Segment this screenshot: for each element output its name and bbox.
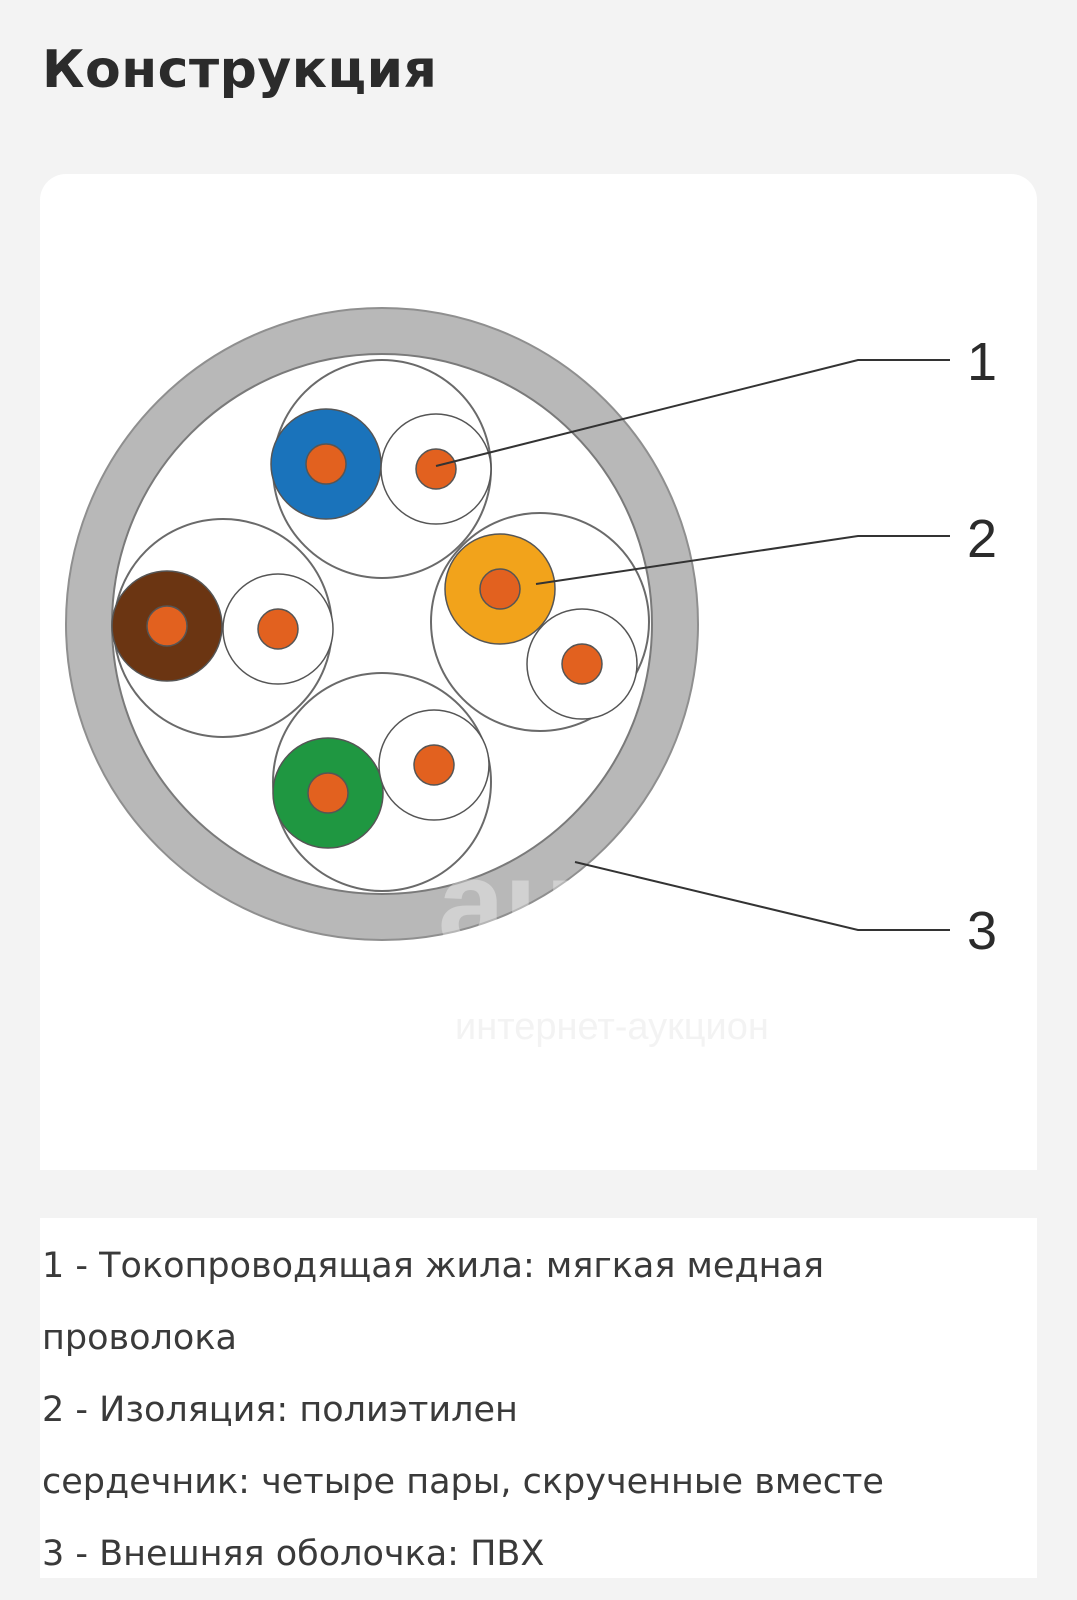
cable-diagram: au.ru интернет-аукцион 1 2 3	[65, 307, 997, 1048]
callout-line-3	[574, 861, 950, 931]
conductor	[413, 744, 455, 786]
legend: 1 - Токопроводящая жила: мягкая медная п…	[40, 1218, 1037, 1578]
callout-line-1	[435, 359, 950, 467]
legend-line: сердечник: четыре пары, скрученные вмест…	[42, 1462, 884, 1502]
legend-line: 2 - Изоляция: полиэтилен	[42, 1390, 518, 1430]
cable-cross-section-figure: au.ru интернет-аукцион 1 2 3	[40, 174, 1037, 1170]
watermark-logo: au.ru	[438, 836, 731, 970]
legend-line: 3 - Внешняя оболочка: ПВХ	[42, 1534, 545, 1574]
conductor	[415, 448, 457, 490]
watermark-tagline: интернет-аукцион	[455, 1006, 769, 1048]
page-title: Конструкция	[42, 40, 438, 100]
callout-number-1: 1	[967, 332, 997, 392]
conductor	[561, 643, 603, 685]
callout-number-2: 2	[967, 509, 997, 569]
callout-number-3: 3	[967, 901, 997, 961]
conductor	[479, 568, 521, 610]
conductor	[307, 772, 349, 814]
callout-line-2	[535, 535, 950, 585]
conductor	[305, 443, 347, 485]
legend-line: 1 - Токопроводящая жила: мягкая медная	[42, 1246, 825, 1286]
conductor	[146, 605, 188, 647]
conductor	[257, 608, 299, 650]
legend-line: проволока	[42, 1318, 237, 1358]
